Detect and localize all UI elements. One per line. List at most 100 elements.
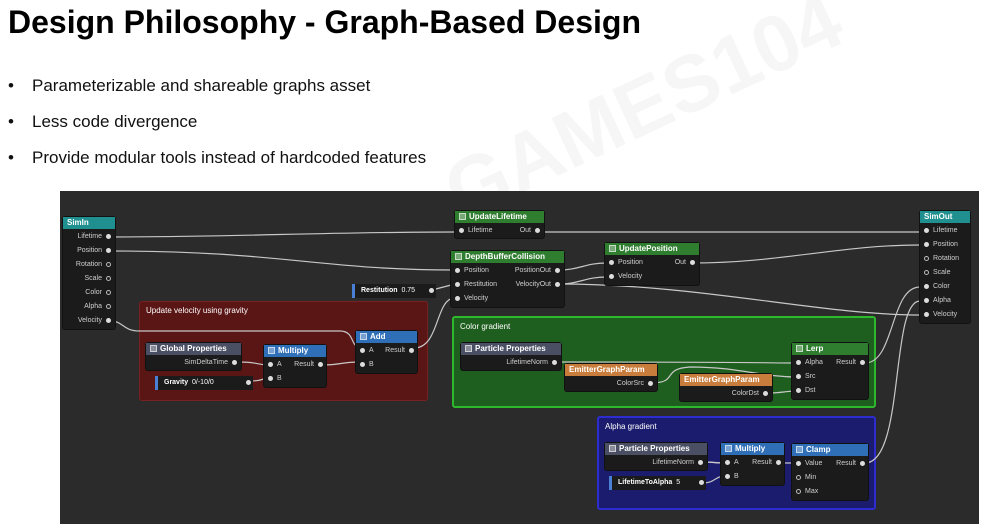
input-pin[interactable]: [455, 296, 460, 301]
input-pin[interactable]: [796, 489, 801, 494]
output-pin[interactable]: [106, 248, 111, 253]
wire: [109, 250, 456, 271]
node-particle-properties[interactable]: Particle Properties LifetimeNorm: [605, 443, 707, 470]
node-header: SimIn: [63, 217, 115, 229]
input-pin[interactable]: [924, 284, 929, 289]
input-pin[interactable]: [924, 312, 929, 317]
node-depth-buffer-collision[interactable]: DepthBufferCollision Position Restitutio…: [451, 251, 564, 307]
node-update-position[interactable]: UpdatePosition Position Velocity Out: [605, 243, 699, 285]
output-pin[interactable]: [106, 262, 111, 267]
output-pin[interactable]: [776, 460, 781, 465]
node-global-properties[interactable]: Global Properties SimDeltaTime: [146, 343, 241, 370]
node-simout[interactable]: SimOut Lifetime Position Rotation Scale …: [920, 211, 970, 323]
input-pin[interactable]: [924, 298, 929, 303]
node-multiply[interactable]: Multiply A B Result: [721, 443, 784, 485]
input-pin[interactable]: [360, 348, 365, 353]
output-pin[interactable]: [106, 318, 111, 323]
param-value[interactable]: 0/-10/0: [192, 379, 214, 386]
node-title: Clamp: [806, 445, 831, 454]
param-name: LifetimeToAlpha: [618, 479, 673, 486]
node-update-lifetime[interactable]: UpdateLifetime Lifetime Out: [455, 211, 544, 238]
port-label: Position: [77, 247, 102, 254]
node-emitter-graph-param[interactable]: EmitterGraphParam ColorSrc: [565, 364, 657, 391]
port-label: Alpha: [84, 303, 102, 310]
output-pin[interactable]: [555, 282, 560, 287]
port-label: Alpha: [933, 297, 951, 304]
node-emitter-graph-param[interactable]: EmitterGraphParam ColorDst: [680, 374, 772, 401]
output-pin[interactable]: [555, 268, 560, 273]
node-particle-properties[interactable]: Particle Properties LifetimeNorm: [461, 343, 561, 370]
output-pin[interactable]: [698, 460, 703, 465]
graph-canvas[interactable]: Update velocity using gravity Color grad…: [60, 191, 979, 524]
output-pin[interactable]: [429, 288, 434, 293]
input-pin[interactable]: [725, 474, 730, 479]
port-label: Result: [752, 459, 772, 466]
output-pin[interactable]: [535, 228, 540, 233]
bullet-item: • Parameterizable and shareable graphs as…: [8, 76, 426, 112]
bullet-symbol: •: [8, 112, 14, 131]
node-add[interactable]: Add A B Result: [356, 331, 417, 373]
output-pin[interactable]: [409, 348, 414, 353]
input-pin[interactable]: [924, 270, 929, 275]
output-pin[interactable]: [106, 304, 111, 309]
node-clamp[interactable]: Clamp Value Min Max Result: [792, 444, 868, 500]
node-type-icon: [796, 345, 803, 352]
output-pin[interactable]: [246, 380, 251, 385]
output-pin[interactable]: [699, 480, 704, 485]
port-label: Lifetime: [468, 227, 493, 234]
input-pin[interactable]: [924, 228, 929, 233]
output-pin[interactable]: [106, 290, 111, 295]
bullet-text: Provide modular tools instead of hardcod…: [32, 148, 427, 167]
param-gravity[interactable]: Gravity 0/-10/0: [155, 376, 253, 390]
node-type-icon: [796, 446, 803, 453]
node-multiply[interactable]: Multiply A B Result: [264, 345, 326, 387]
output-pin[interactable]: [232, 360, 237, 365]
input-pin[interactable]: [796, 475, 801, 480]
port-label: Dst: [805, 387, 816, 394]
node-simin[interactable]: SimIn Lifetime Position Rotation Scale C…: [63, 217, 115, 329]
input-pin[interactable]: [725, 460, 730, 465]
port-label: Velocity: [933, 311, 958, 318]
input-pin[interactable]: [609, 274, 614, 279]
port-label: Restitution: [464, 281, 498, 288]
bullet-symbol: •: [8, 76, 14, 95]
input-pin[interactable]: [924, 242, 929, 247]
param-lifetime-to-alpha[interactable]: LifetimeToAlpha 5: [609, 476, 706, 490]
input-pin[interactable]: [924, 256, 929, 261]
input-pin[interactable]: [796, 461, 801, 466]
port-label: Result: [836, 359, 856, 366]
output-pin[interactable]: [690, 260, 695, 265]
bullet-symbol: •: [8, 148, 14, 167]
param-value[interactable]: 0.75: [401, 287, 416, 294]
output-pin[interactable]: [648, 381, 653, 386]
output-pin[interactable]: [552, 360, 557, 365]
output-pin[interactable]: [860, 461, 865, 466]
node-title: Particle Properties: [475, 344, 546, 353]
node-lerp[interactable]: Lerp Alpha Src Dst Result: [792, 343, 868, 399]
bullet-text: Parameterizable and shareable graphs ass…: [32, 76, 371, 95]
param-value[interactable]: 5: [676, 479, 681, 486]
port-label: LifetimeNorm: [506, 359, 548, 366]
input-pin[interactable]: [455, 268, 460, 273]
input-pin[interactable]: [459, 228, 464, 233]
input-pin[interactable]: [268, 376, 273, 381]
node-title: Multiply: [278, 346, 309, 355]
input-pin[interactable]: [796, 388, 801, 393]
input-pin[interactable]: [268, 362, 273, 367]
output-pin[interactable]: [318, 362, 323, 367]
output-pin[interactable]: [763, 391, 768, 396]
input-pin[interactable]: [796, 374, 801, 379]
param-restitution[interactable]: Restitution 0.75: [352, 284, 436, 298]
port-label: Min: [805, 474, 817, 481]
output-pin[interactable]: [106, 276, 111, 281]
node-type-icon: [725, 445, 732, 452]
output-pin[interactable]: [860, 360, 865, 365]
wire: [692, 244, 921, 264]
output-pin[interactable]: [106, 234, 111, 239]
input-pin[interactable]: [455, 282, 460, 287]
wire: [557, 283, 921, 316]
input-pin[interactable]: [796, 360, 801, 365]
input-pin[interactable]: [609, 260, 614, 265]
bullet-text: Less code divergence: [32, 112, 198, 131]
input-pin[interactable]: [360, 362, 365, 367]
